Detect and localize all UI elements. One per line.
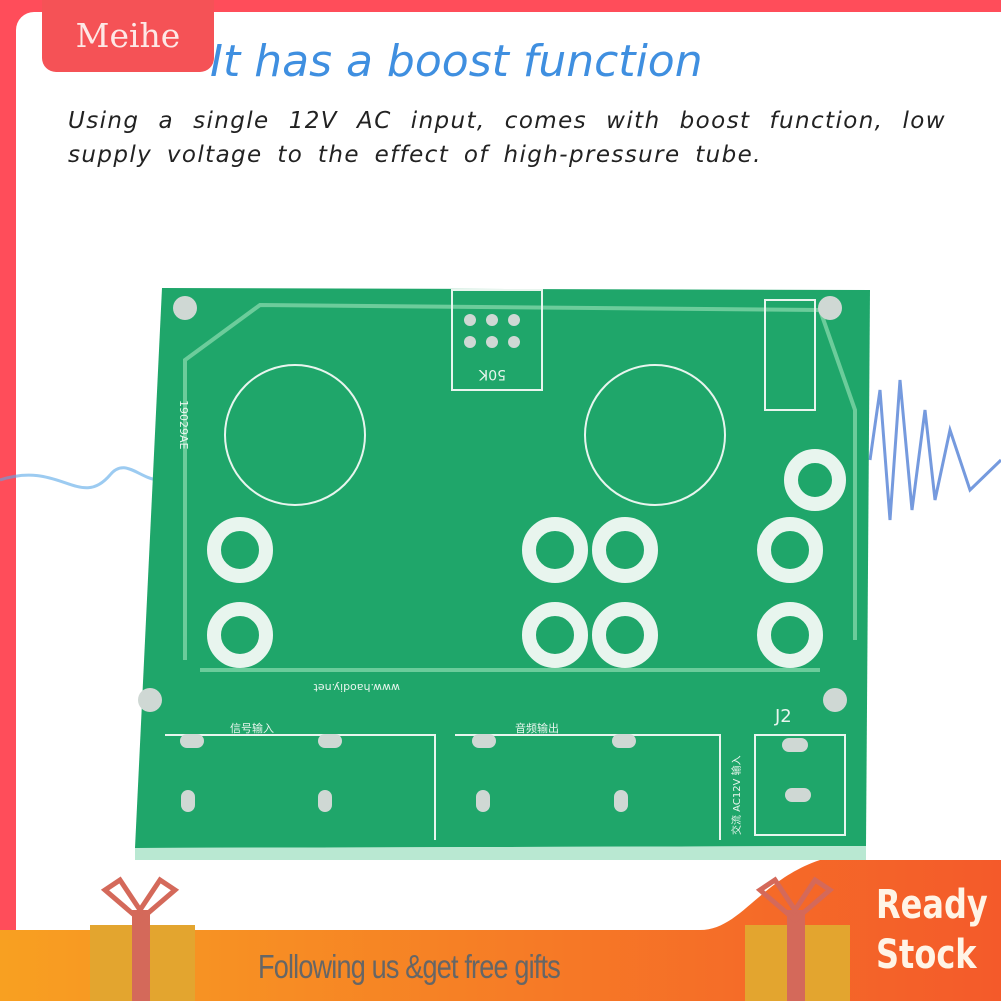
power-input-label: 交流 AC12V 输入 bbox=[730, 755, 743, 835]
pcb-board-image: 19029AE www.haodiy.net J2 50K 信号输入 音频输出 … bbox=[0, 288, 1001, 860]
wave-right bbox=[868, 379, 1001, 521]
connector-label: J2 bbox=[774, 706, 792, 727]
audio-output-label: 音频输出 bbox=[515, 721, 559, 735]
page-title: It has a boost function bbox=[210, 36, 703, 87]
ready-stock-badge: Ready Stock bbox=[876, 880, 988, 980]
pot-label: 50K bbox=[478, 366, 506, 382]
gift-icon-left bbox=[90, 876, 195, 1001]
gift-icon-right bbox=[745, 876, 850, 1001]
board-id-label: 19029AE bbox=[177, 400, 190, 450]
signal-input-label: 信号输入 bbox=[230, 721, 274, 735]
follow-promo-text: Following us &get free gifts bbox=[258, 948, 561, 985]
brand-badge: Meihe bbox=[42, 0, 214, 72]
promo-banner bbox=[0, 860, 1001, 1001]
ready-text: Ready bbox=[876, 882, 988, 928]
stock-text: Stock bbox=[876, 932, 977, 978]
description: Using a single 12V AC input, comes with … bbox=[68, 108, 946, 168]
website-label: www.haodiy.net bbox=[313, 681, 400, 694]
pcb bbox=[135, 288, 870, 848]
